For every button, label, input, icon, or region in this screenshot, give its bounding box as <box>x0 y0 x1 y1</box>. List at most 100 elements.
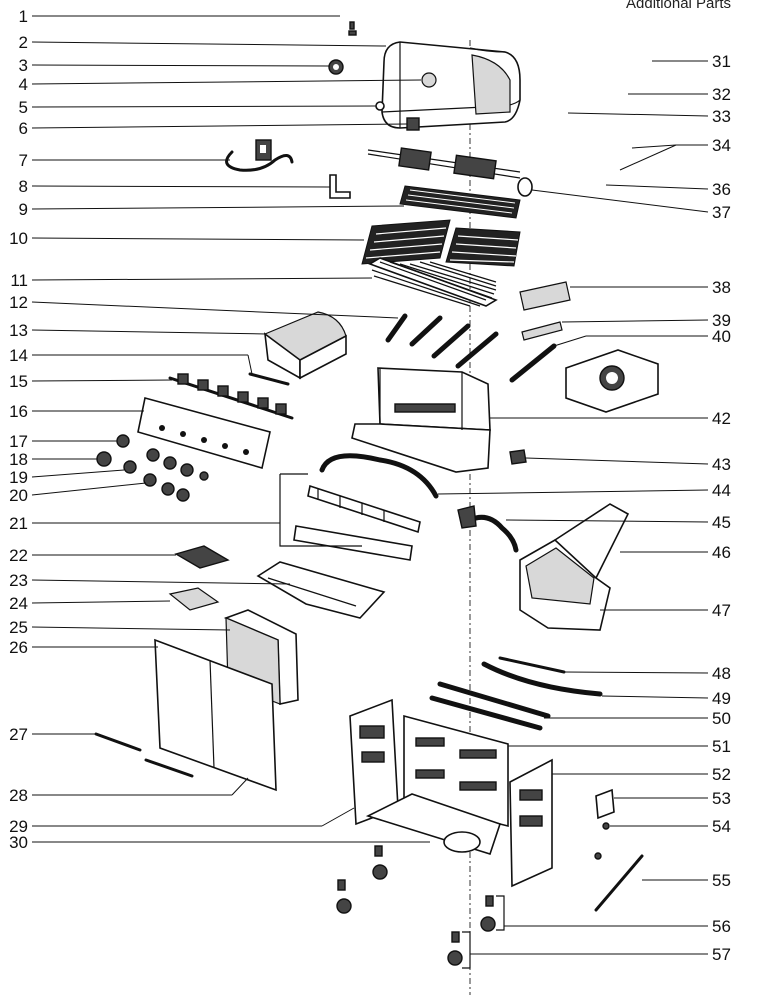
part-38-side-burner-parts <box>519 281 571 311</box>
left-labels: 1 2 3 4 5 6 7 8 9 10 11 12 13 14 15 16 1… <box>9 7 28 852</box>
right-labels: 31 32 33 34 36 37 38 39 40 42 43 44 45 4… <box>712 52 731 964</box>
label-25: 25 <box>9 618 28 637</box>
part-53-bracket <box>595 788 615 820</box>
label-55: 55 <box>712 871 731 890</box>
part-50-rails <box>429 681 551 731</box>
part-6-handle-mount <box>406 117 420 131</box>
label-50: 50 <box>712 709 731 728</box>
label-52: 52 <box>712 765 731 784</box>
part-14-manifold-bracket <box>248 372 290 386</box>
part-12-burner-tubes <box>385 313 499 369</box>
label-36: 36 <box>712 180 731 199</box>
label-8: 8 <box>19 177 28 196</box>
label-42: 42 <box>712 409 731 428</box>
label-45: 45 <box>712 513 731 532</box>
label-27: 27 <box>9 725 28 744</box>
label-56: 56 <box>712 917 731 936</box>
part-16-control-panel <box>137 397 271 470</box>
label-39: 39 <box>712 311 731 330</box>
label-57: 57 <box>712 945 731 964</box>
part-39-side-burner-tube <box>521 321 563 341</box>
bracket-21 <box>279 474 362 547</box>
label-1: 1 <box>19 7 28 26</box>
part-55-probe <box>594 854 644 912</box>
label-20: 20 <box>9 486 28 505</box>
label-54: 54 <box>712 817 731 836</box>
label-33: 33 <box>712 107 731 126</box>
part-illustrations <box>94 21 659 969</box>
label-22: 22 <box>9 546 28 565</box>
part-51-back-panel <box>403 714 509 828</box>
label-2: 2 <box>19 33 28 52</box>
part-side-burner <box>565 349 659 413</box>
part-10-cooking-grids <box>361 219 521 267</box>
part-rotisserie-assembly <box>367 147 521 180</box>
part-15-valves <box>168 373 294 420</box>
part-46-47-side-table <box>519 503 630 631</box>
label-46: 46 <box>712 543 731 562</box>
label-14: 14 <box>9 346 28 365</box>
bracket-56 <box>496 895 505 931</box>
leader-lines <box>31 15 709 955</box>
part-45-regulator-hose <box>467 514 519 553</box>
label-5: 5 <box>19 98 28 117</box>
label-40: 40 <box>712 327 731 346</box>
part-7-ignitor <box>225 139 294 172</box>
label-26: 26 <box>9 638 28 657</box>
label-43: 43 <box>712 455 731 474</box>
label-11: 11 <box>10 271 28 290</box>
label-47: 47 <box>712 601 731 620</box>
label-23: 23 <box>9 571 28 590</box>
label-37: 37 <box>712 203 731 222</box>
part-48-rod <box>498 656 566 674</box>
part-40-rod <box>509 343 557 383</box>
part-1-screws <box>348 21 357 36</box>
part-8-bracket <box>329 174 351 199</box>
label-29: 29 <box>9 817 28 836</box>
bracket-57 <box>462 931 471 969</box>
label-30: 30 <box>9 833 28 852</box>
label-51: 51 <box>712 737 731 756</box>
label-9: 9 <box>19 200 28 219</box>
label-19: 19 <box>9 468 28 487</box>
part-5-bumper <box>375 101 385 111</box>
parts-casters <box>336 845 496 966</box>
label-21: 21 <box>9 514 28 533</box>
parts-17-20-knobs <box>96 434 209 502</box>
part-26-doors <box>154 638 277 792</box>
part-21-catch-rails <box>293 484 421 561</box>
part-2-lid <box>381 41 521 129</box>
label-7: 7 <box>19 151 28 170</box>
label-15: 15 <box>9 372 28 391</box>
label-49: 49 <box>712 689 731 708</box>
part-49-hose <box>481 661 603 697</box>
label-38: 38 <box>712 278 731 297</box>
label-44: 44 <box>712 481 731 500</box>
label-12: 12 <box>9 293 28 312</box>
label-28: 28 <box>9 786 28 805</box>
part-44-hose <box>319 453 439 499</box>
label-16: 16 <box>9 402 28 421</box>
label-17: 17 <box>9 432 28 451</box>
label-53: 53 <box>712 789 731 808</box>
part-37-rotisserie-motor <box>517 177 533 197</box>
part-27-hinges <box>94 732 194 778</box>
label-34: 34 <box>712 136 731 155</box>
part-23-catch-pan <box>256 561 386 619</box>
header-text: Additional Parts <box>626 0 731 12</box>
label-10: 10 <box>9 229 28 248</box>
part-4-temp-gauge <box>421 72 437 88</box>
part-43-bracket <box>509 449 527 465</box>
label-31: 31 <box>712 52 731 71</box>
part-11-flavorizer-bars <box>368 257 498 307</box>
label-48: 48 <box>712 664 731 683</box>
label-3: 3 <box>19 56 28 75</box>
part-22-drip-tray <box>174 545 230 569</box>
part-52-right-panel <box>509 758 553 888</box>
part-54-screw <box>602 822 610 830</box>
part-42-cookbox <box>351 367 491 473</box>
label-4: 4 <box>19 75 28 94</box>
label-18: 18 <box>9 450 28 469</box>
part-30-bottom-panel <box>365 793 502 855</box>
